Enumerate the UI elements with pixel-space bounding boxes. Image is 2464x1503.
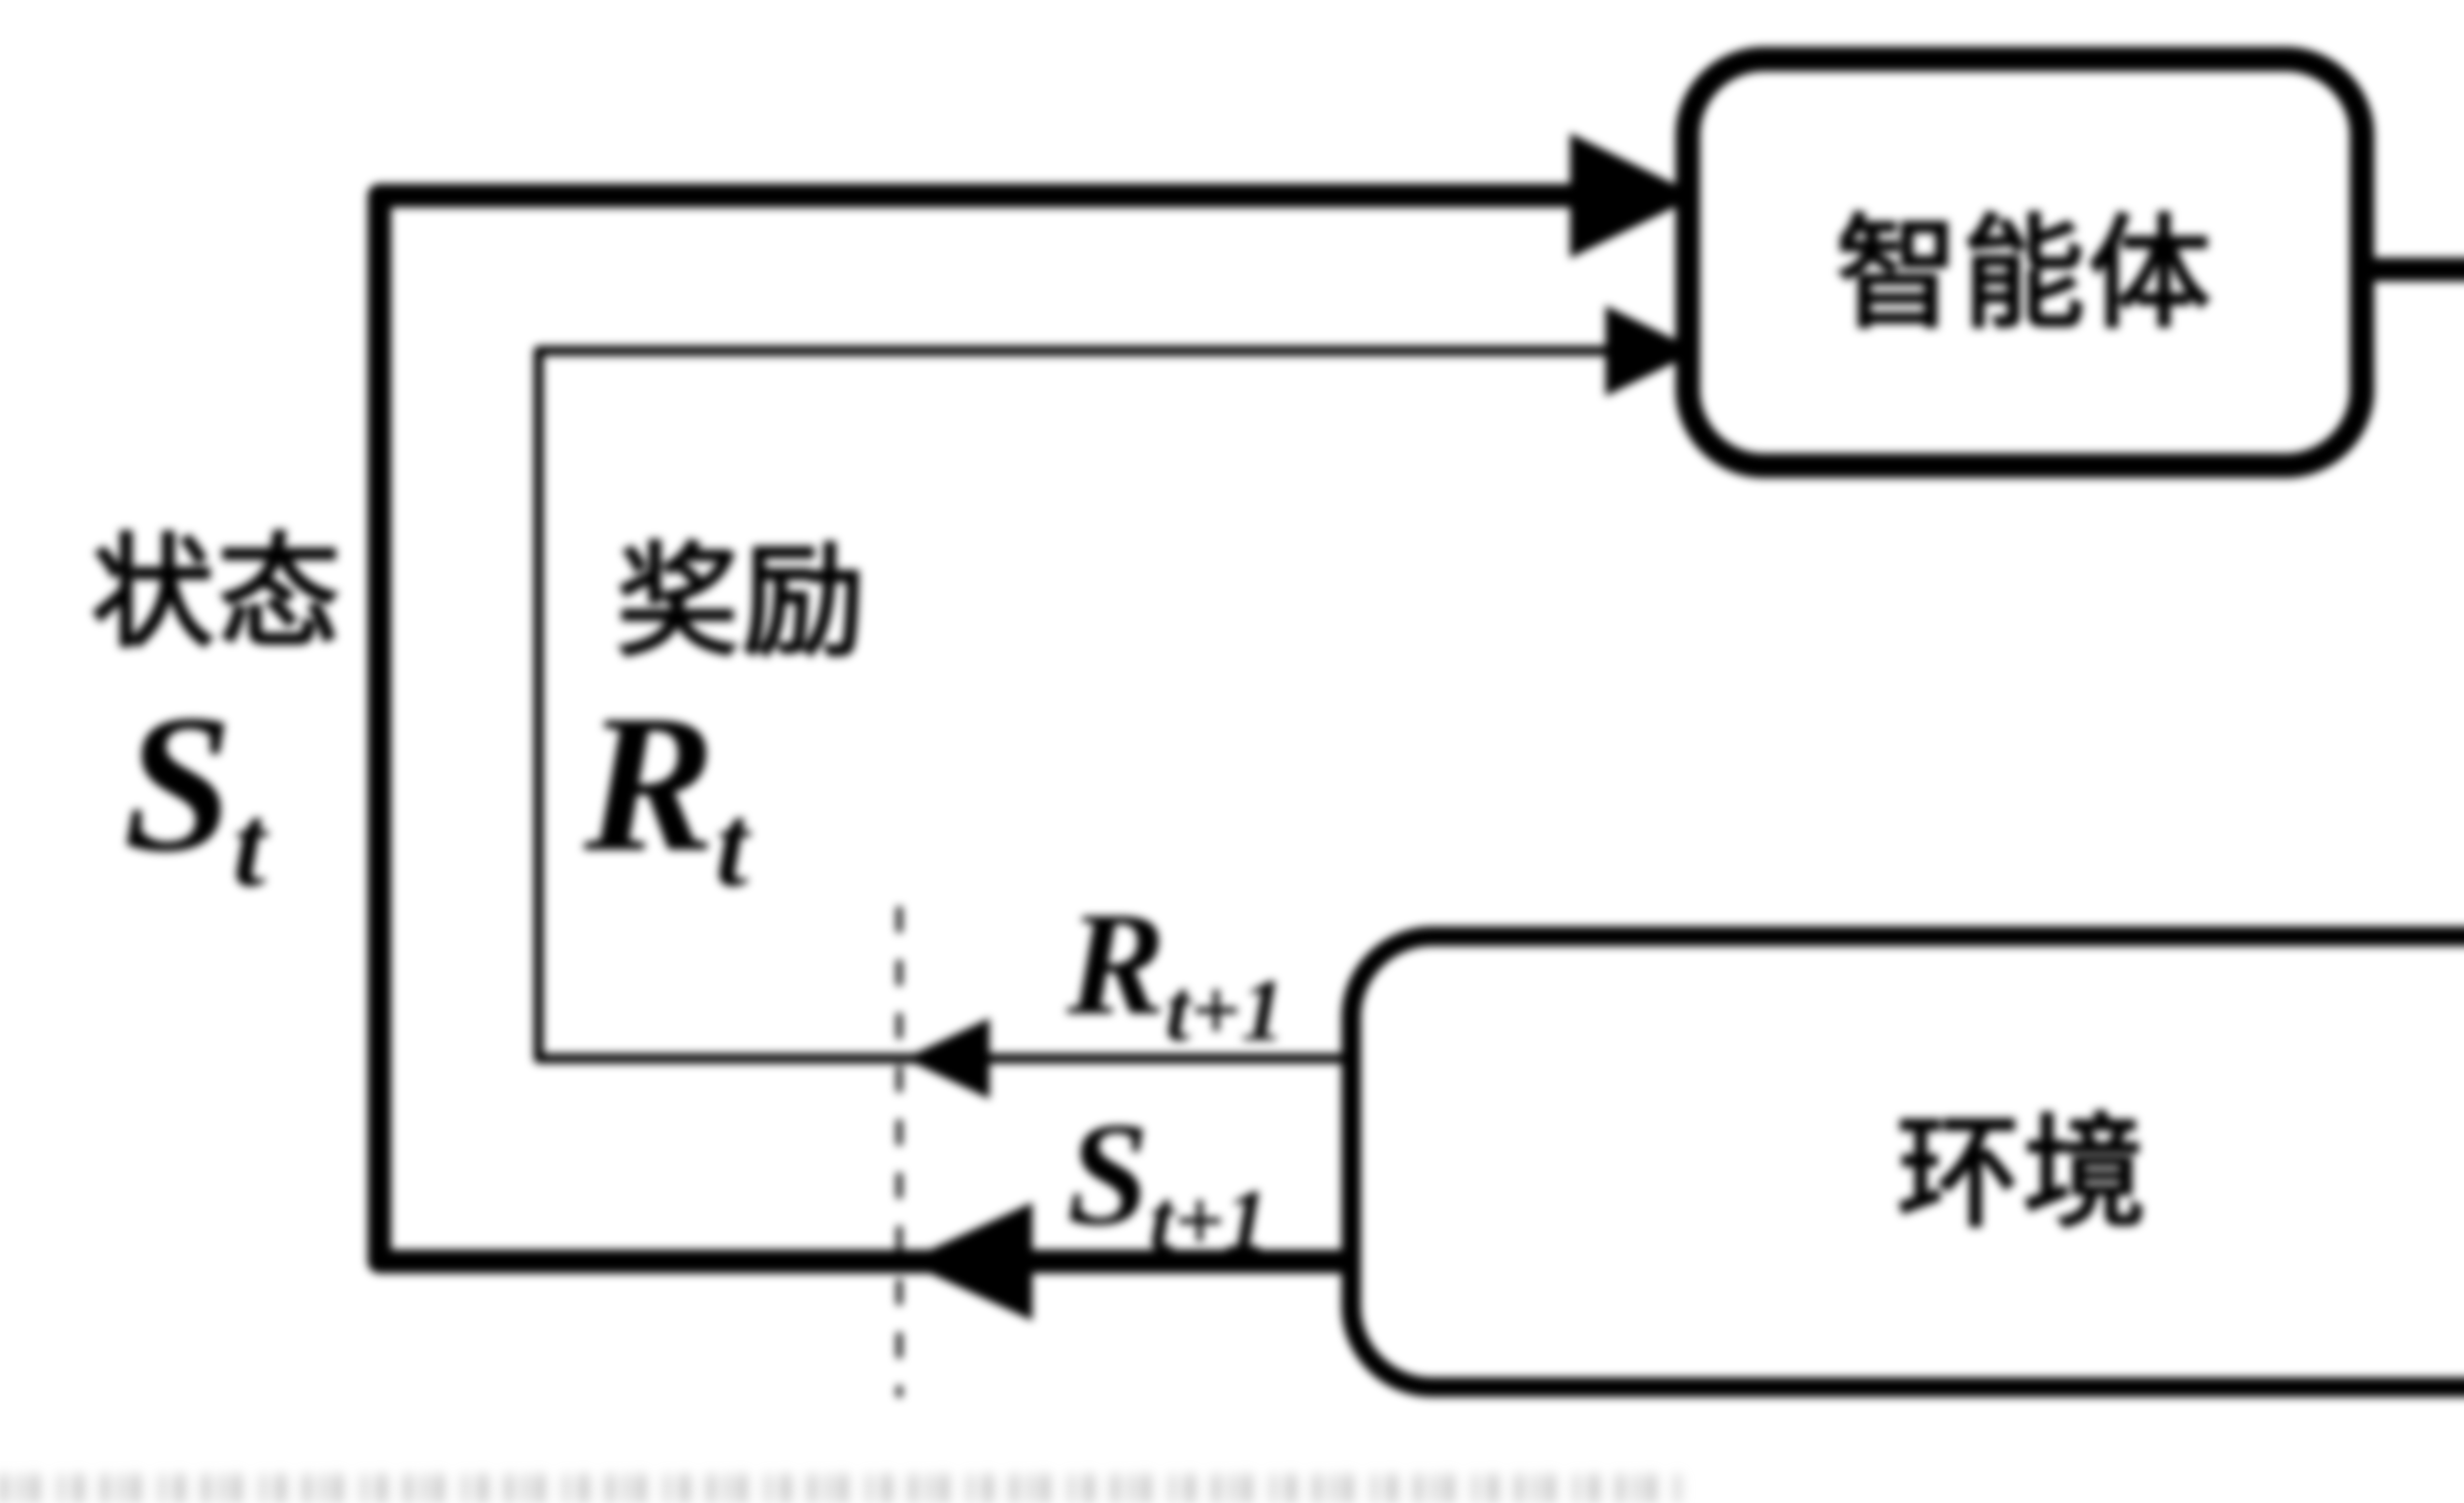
agent-node-box: [1676, 47, 2374, 478]
environment-node-label-text: 环境: [1897, 1106, 2149, 1243]
reward-symbol: Rt: [584, 685, 748, 905]
agent-node-label: 智能体: [1688, 59, 2362, 466]
next-state-symbol-base: S: [1067, 1092, 1149, 1256]
next-state-symbol-subscript: t+1: [1149, 1171, 1269, 1269]
next-reward-symbol: Rt+1: [1067, 889, 1285, 1055]
next-reward-symbol-base: R: [1067, 882, 1166, 1045]
environment-node-label: 环境: [1351, 936, 2464, 1387]
agent-node-label-text: 智能体: [1836, 206, 2214, 343]
next-reward-symbol-subscript: t+1: [1165, 961, 1285, 1059]
next-state-symbol: St+1: [1067, 1100, 1268, 1265]
state-symbol-base: S: [123, 674, 233, 892]
next-reward-arrowhead: [905, 1018, 990, 1099]
state-edge-label: 状态: [91, 526, 343, 663]
reward-into-agent-arrowhead: [1606, 306, 1698, 396]
reward-symbol-base: R: [584, 674, 716, 892]
caption-fragment-illegible: [0, 1474, 1685, 1503]
next-state-arrowhead: [905, 1202, 1032, 1321]
state-loop-line: [368, 184, 1658, 1273]
environment-node-box: [1341, 926, 2464, 1397]
state-symbol-subscript: t: [233, 780, 266, 911]
state-symbol: St: [123, 685, 266, 905]
state-into-agent-arrowhead: [1570, 133, 1698, 258]
reward-edge-label: 奖励: [616, 535, 868, 672]
reward-symbol-subscript: t: [715, 780, 749, 911]
